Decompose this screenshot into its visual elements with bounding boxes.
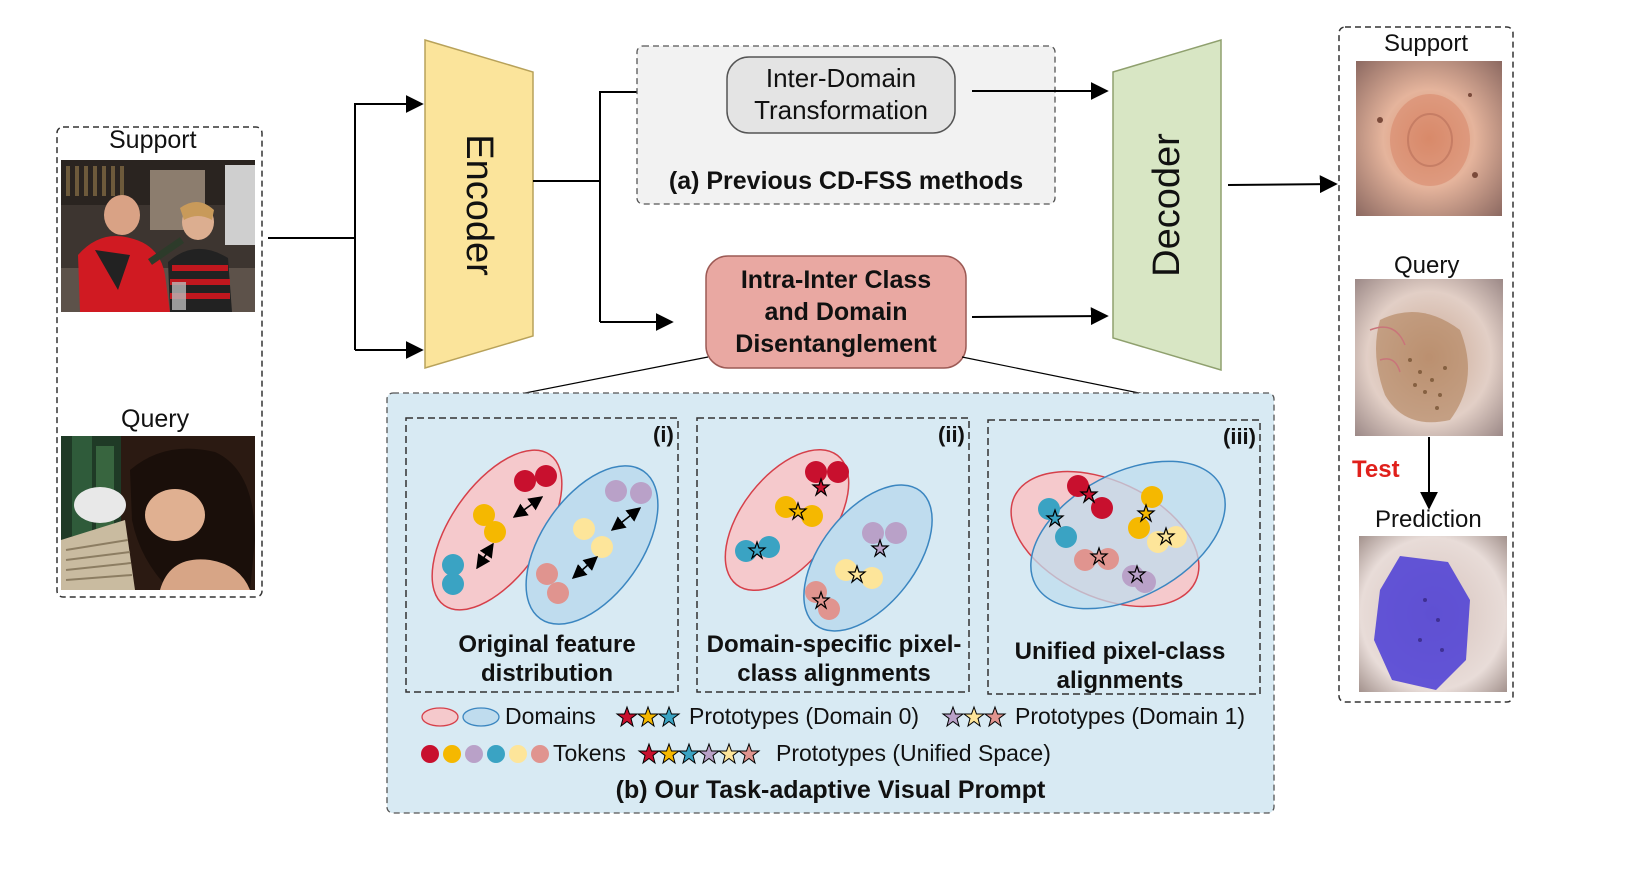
legend-prototypes-unified-label: Prototypes (Unified Space) — [776, 740, 1051, 766]
prediction-photo — [1359, 536, 1507, 692]
decoder-block — [1112, 38, 1222, 372]
support-input-photo — [61, 160, 255, 312]
subpanel-iii — [987, 419, 1261, 695]
ours-caption: (b) Our Task-adaptive Visual Prompt — [615, 776, 1046, 804]
inter-domain-module — [726, 56, 956, 134]
subpanel-i — [405, 417, 679, 693]
disentanglement-line1: Intra-Inter Class — [740, 266, 932, 294]
panel-ii-tag: (ii) — [938, 422, 965, 447]
query-output-photo — [1355, 279, 1503, 436]
query-input-photo — [61, 436, 255, 590]
panel-iii-caption-line2: alignments — [1056, 667, 1184, 694]
panel-iii-graphics — [1010, 460, 1226, 610]
inter-domain-label-line1: Inter-Domain — [765, 63, 917, 93]
legend-prototypes-domain0-stars — [615, 705, 681, 728]
legend-tokens-label: Tokens — [553, 740, 626, 766]
decoder-output-arrow — [1227, 175, 1338, 194]
panel-iii-tag: (iii) — [1223, 424, 1256, 449]
previous-methods-caption: (a) Previous CD-FSS methods — [668, 167, 1024, 195]
panel-i-caption-line2: distribution — [481, 660, 613, 687]
output-support-label: Support — [1384, 30, 1469, 57]
legend-prototypes-unified-stars — [637, 742, 761, 765]
encoder-label: Encoder — [458, 134, 500, 276]
input-support-label: Support — [109, 126, 197, 154]
disentanglement-line2: and Domain — [764, 298, 908, 326]
legend-prototypes-domain1-stars — [941, 705, 1007, 728]
legend-prototypes-domain0-label: Prototypes (Domain 0) — [689, 703, 920, 729]
legend-domains-label: Domains — [505, 703, 596, 729]
prediction-label: Prediction — [1375, 506, 1482, 533]
panel-ii-caption-line1: Domain-specific pixel- — [706, 631, 962, 658]
encoder-block — [424, 38, 534, 370]
output-query-label: Query — [1394, 252, 1460, 279]
subpanel-ii — [696, 417, 970, 693]
output-frame — [1338, 26, 1514, 703]
input-arrows — [268, 95, 424, 359]
panel-i-tag: (i) — [653, 422, 674, 447]
input-query-label: Query — [121, 405, 190, 433]
legend-prototypes-domain1-label: Prototypes (Domain 1) — [1015, 703, 1246, 729]
disentanglement-module — [705, 255, 967, 369]
inter-domain-label-line2: Transformation — [754, 95, 928, 125]
decoder-label: Decoder — [1146, 133, 1188, 277]
disentanglement-line3: Disentanglement — [735, 330, 937, 358]
test-label: Test — [1352, 456, 1400, 483]
panel-ii-graphics — [724, 448, 933, 632]
panel-i-graphics — [431, 449, 659, 625]
input-frame — [56, 126, 263, 598]
ours-to-decoder-arrow — [971, 307, 1109, 326]
legend-tokens-swatch — [421, 745, 549, 763]
panel-ii-caption-line2: class alignments — [737, 660, 931, 687]
panel-iii-caption-line1: Unified pixel-class — [1014, 638, 1226, 665]
legend-domains-swatch — [421, 707, 500, 727]
support-output-photo — [1356, 61, 1502, 216]
panel-i-caption-line1: Original feature — [458, 631, 636, 658]
